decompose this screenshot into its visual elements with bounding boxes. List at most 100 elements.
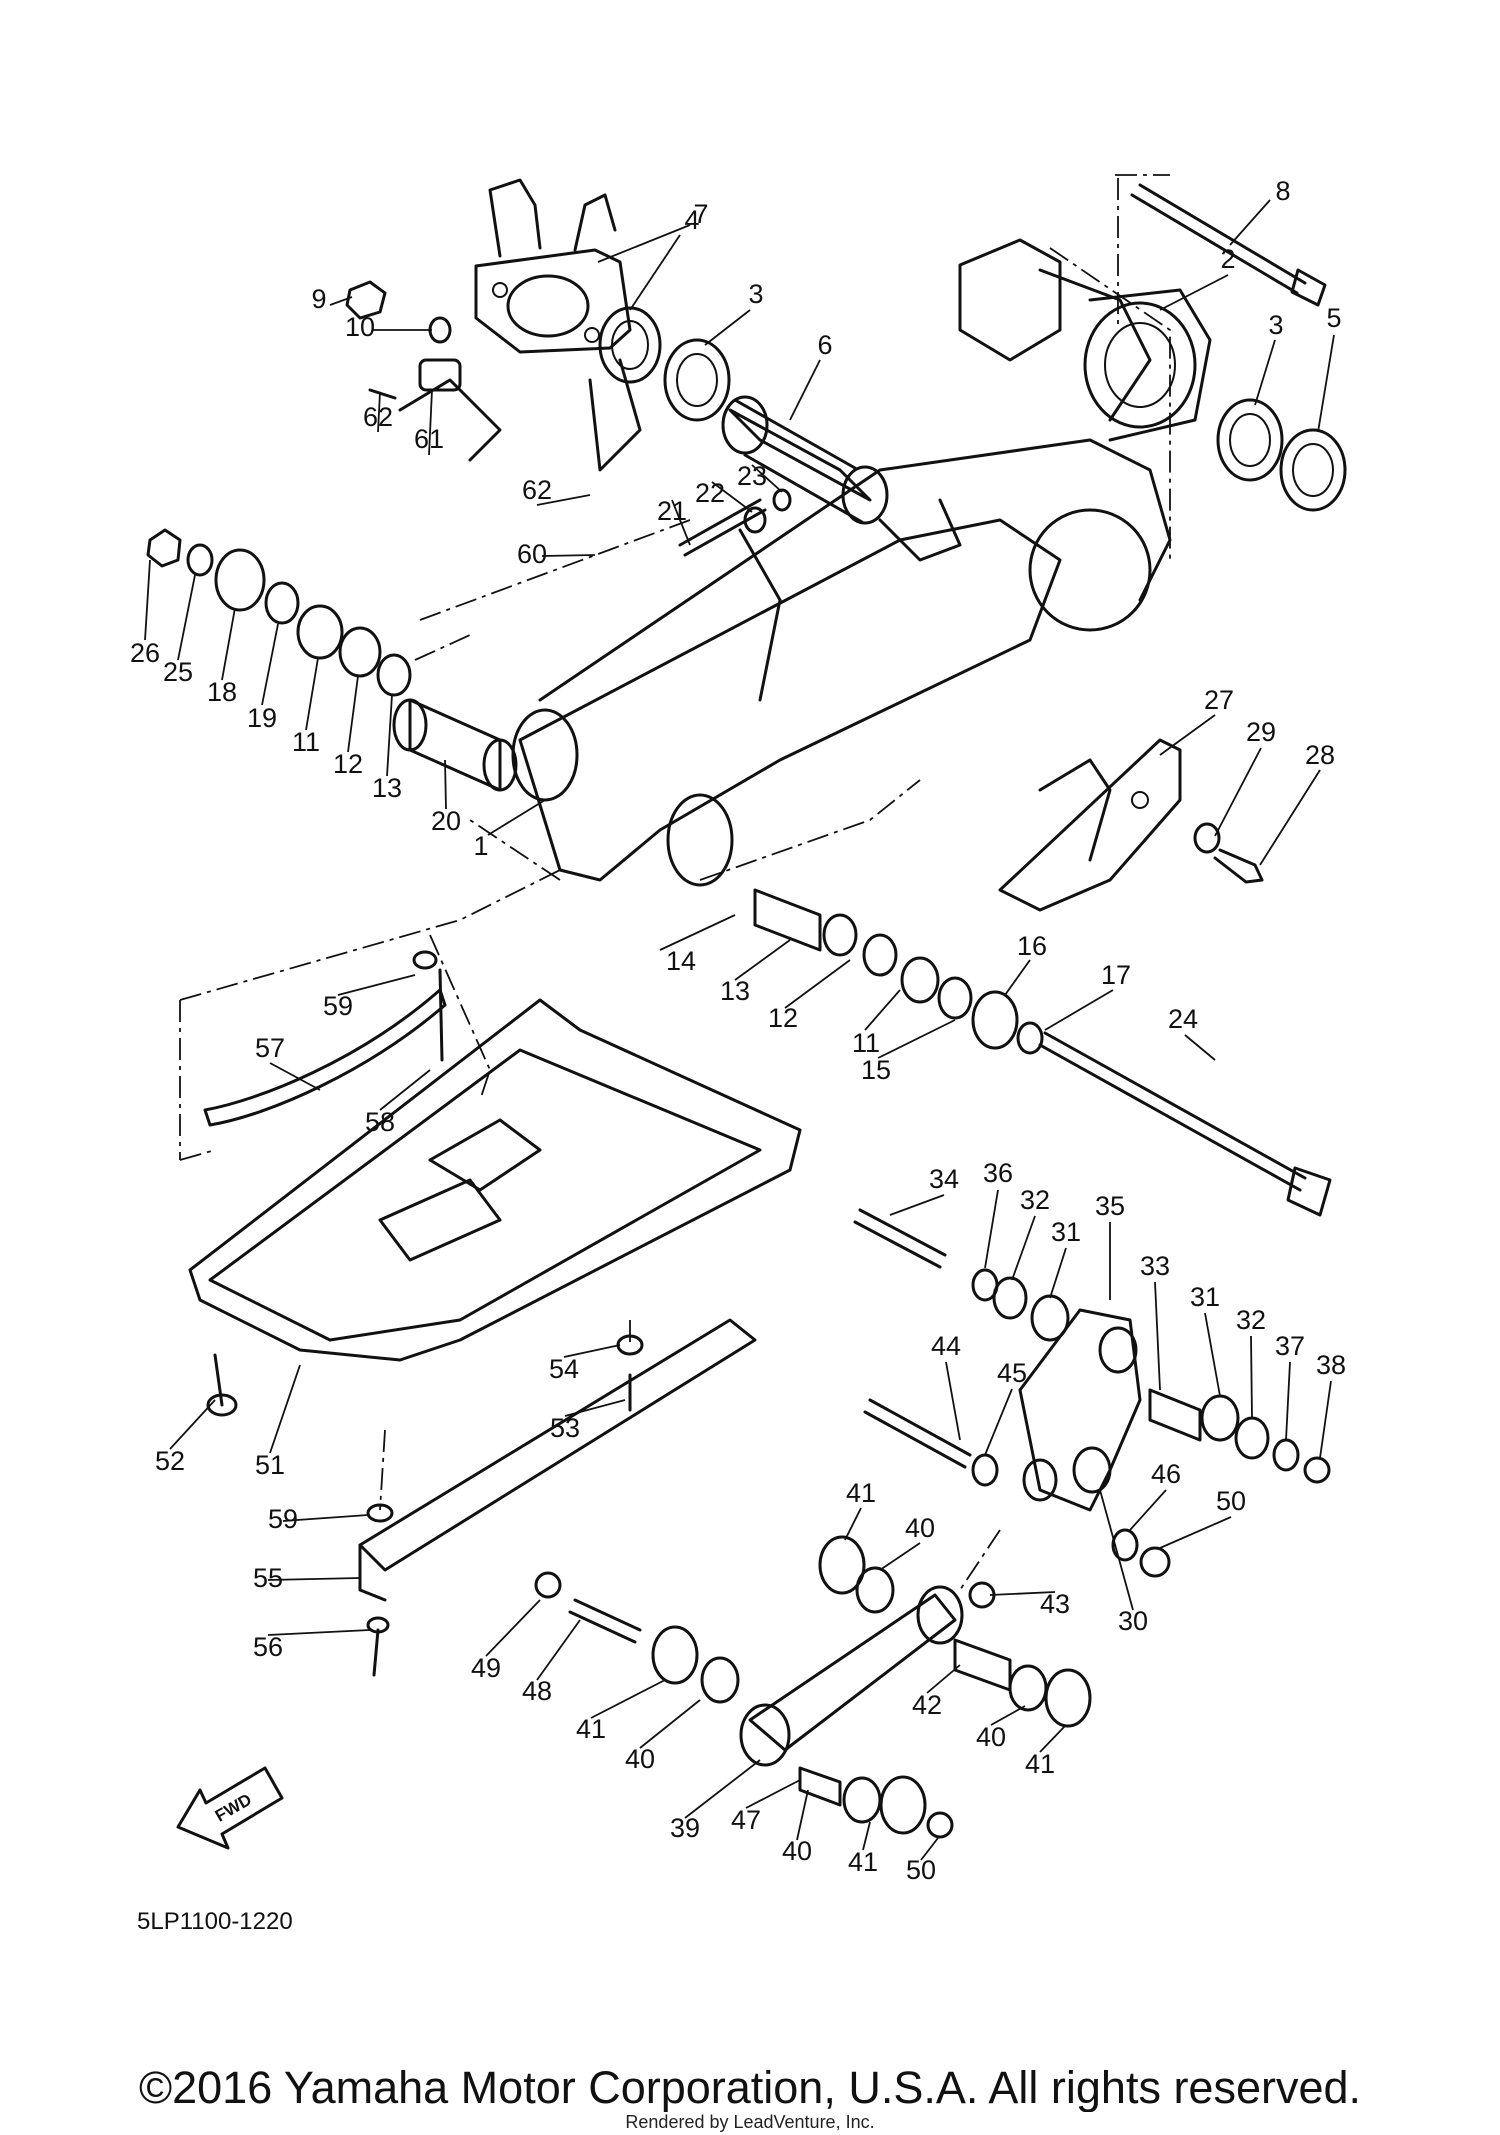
callout-3: 3 [748, 279, 763, 309]
callout-4: 4 [684, 205, 699, 235]
callout-37: 37 [1275, 1331, 1305, 1361]
strap [203, 988, 447, 1127]
relay-upper-stack [853, 1208, 1070, 1342]
skid-rail [358, 1318, 757, 1602]
callout-26: 26 [130, 638, 160, 668]
rendered-by-notice: Rendered by LeadVenture, Inc. [0, 2112, 1500, 2133]
callout-36: 36 [983, 1158, 1013, 1188]
callout-11: 11 [292, 727, 320, 757]
pivot-stack-left [146, 528, 412, 697]
callout-57: 57 [255, 1033, 285, 1063]
callout-9: 9 [311, 284, 326, 314]
callout-19: 19 [247, 703, 277, 733]
guide-bolt-washer [1193, 822, 1264, 884]
callout-16: 16 [1017, 931, 1047, 961]
callout-44: 44 [931, 1331, 961, 1361]
callout-40: 40 [976, 1722, 1006, 1752]
callout-8: 8 [1275, 176, 1290, 206]
callout-53: 53 [550, 1413, 580, 1443]
callout-41: 41 [1025, 1749, 1055, 1779]
callout-60: 60 [517, 539, 547, 569]
callout-23: 23 [737, 461, 767, 491]
callout-11: 11 [852, 1028, 880, 1058]
callout-numbers: 1233456789101111121213131415161718192021… [130, 176, 1346, 1885]
housing-bolt [1130, 183, 1327, 307]
callout-13: 13 [372, 773, 402, 803]
axle-housing [958, 238, 1212, 442]
callout-28: 28 [1305, 740, 1335, 770]
callout-31: 31 [1051, 1217, 1081, 1247]
callout-38: 38 [1316, 1350, 1346, 1380]
callout-22: 22 [695, 478, 725, 508]
callout-40: 40 [782, 1836, 812, 1866]
callout-29: 29 [1246, 717, 1276, 747]
callout-48: 48 [522, 1676, 552, 1706]
callout-62: 62 [363, 402, 393, 432]
callout-43: 43 [1040, 1589, 1070, 1619]
callout-45: 45 [997, 1358, 1027, 1388]
callout-24: 24 [1168, 1004, 1198, 1034]
housing-group-outline [1049, 174, 1171, 560]
callout-27: 27 [1204, 685, 1234, 715]
flange-bracket [474, 178, 632, 354]
callout-21: 21 [657, 496, 687, 526]
callout-20: 20 [431, 806, 461, 836]
callout-13: 13 [720, 976, 750, 1006]
callout-59: 59 [268, 1504, 298, 1534]
callout-55: 55 [253, 1563, 283, 1593]
callout-41: 41 [846, 1478, 876, 1508]
callout-32: 32 [1236, 1305, 1266, 1335]
connecting-rod [739, 1585, 964, 1767]
callout-30: 30 [1118, 1606, 1148, 1636]
diagram-code: 5LP1100-1220 [137, 1908, 293, 1935]
callout-3: 3 [1268, 310, 1283, 340]
callout-50: 50 [906, 1855, 936, 1885]
callout-47: 47 [731, 1805, 761, 1835]
callout-33: 33 [1140, 1251, 1170, 1281]
callout-46: 46 [1151, 1459, 1181, 1489]
callout-58: 58 [365, 1107, 395, 1137]
callout-50: 50 [1216, 1486, 1246, 1516]
callout-42: 42 [912, 1690, 942, 1720]
callout-25: 25 [163, 657, 193, 687]
callout-7: 7 [693, 199, 708, 229]
callout-51: 51 [255, 1450, 285, 1480]
callout-15: 15 [861, 1055, 891, 1085]
callout-52: 52 [155, 1446, 185, 1476]
callout-59: 59 [323, 991, 353, 1021]
callout-1: 1 [473, 831, 488, 861]
callout-40: 40 [905, 1513, 935, 1543]
callout-10: 10 [345, 312, 375, 342]
callout-49: 49 [471, 1653, 501, 1683]
callout-6: 6 [817, 330, 832, 360]
chain-guide [998, 738, 1182, 912]
callout-41: 41 [576, 1714, 606, 1744]
callout-54: 54 [549, 1354, 579, 1384]
callout-18: 18 [207, 677, 237, 707]
callout-62: 62 [522, 475, 552, 505]
copyright-notice: ©2016 Yamaha Motor Corporation, U.S.A. A… [138, 2062, 1362, 2113]
relay-arm [1018, 1308, 1142, 1512]
seal-bearing-group-left [598, 306, 731, 422]
seal-bearing-group-right [1216, 398, 1347, 512]
relay-lower-bolts [863, 1398, 1171, 1578]
swingarm [511, 438, 1172, 887]
pivot-collar-20 [392, 698, 518, 792]
callout-61: 61 [414, 424, 444, 454]
callout-5: 5 [1326, 303, 1341, 333]
callout-17: 17 [1101, 960, 1131, 990]
pivot-shaft [1038, 1031, 1332, 1217]
callout-35: 35 [1095, 1191, 1125, 1221]
callout-34: 34 [929, 1164, 959, 1194]
callout-41: 41 [848, 1847, 878, 1877]
reference-lines [179, 519, 1001, 1591]
callout-31: 31 [1190, 1282, 1220, 1312]
callout-40: 40 [625, 1744, 655, 1774]
callout-14: 14 [666, 946, 696, 976]
callout-32: 32 [1020, 1185, 1050, 1215]
callout-12: 12 [333, 749, 363, 779]
callout-2: 2 [1220, 244, 1235, 274]
pivot-stack-right [753, 888, 1044, 1055]
fwd-arrow-icon: FWD [176, 1766, 284, 1850]
